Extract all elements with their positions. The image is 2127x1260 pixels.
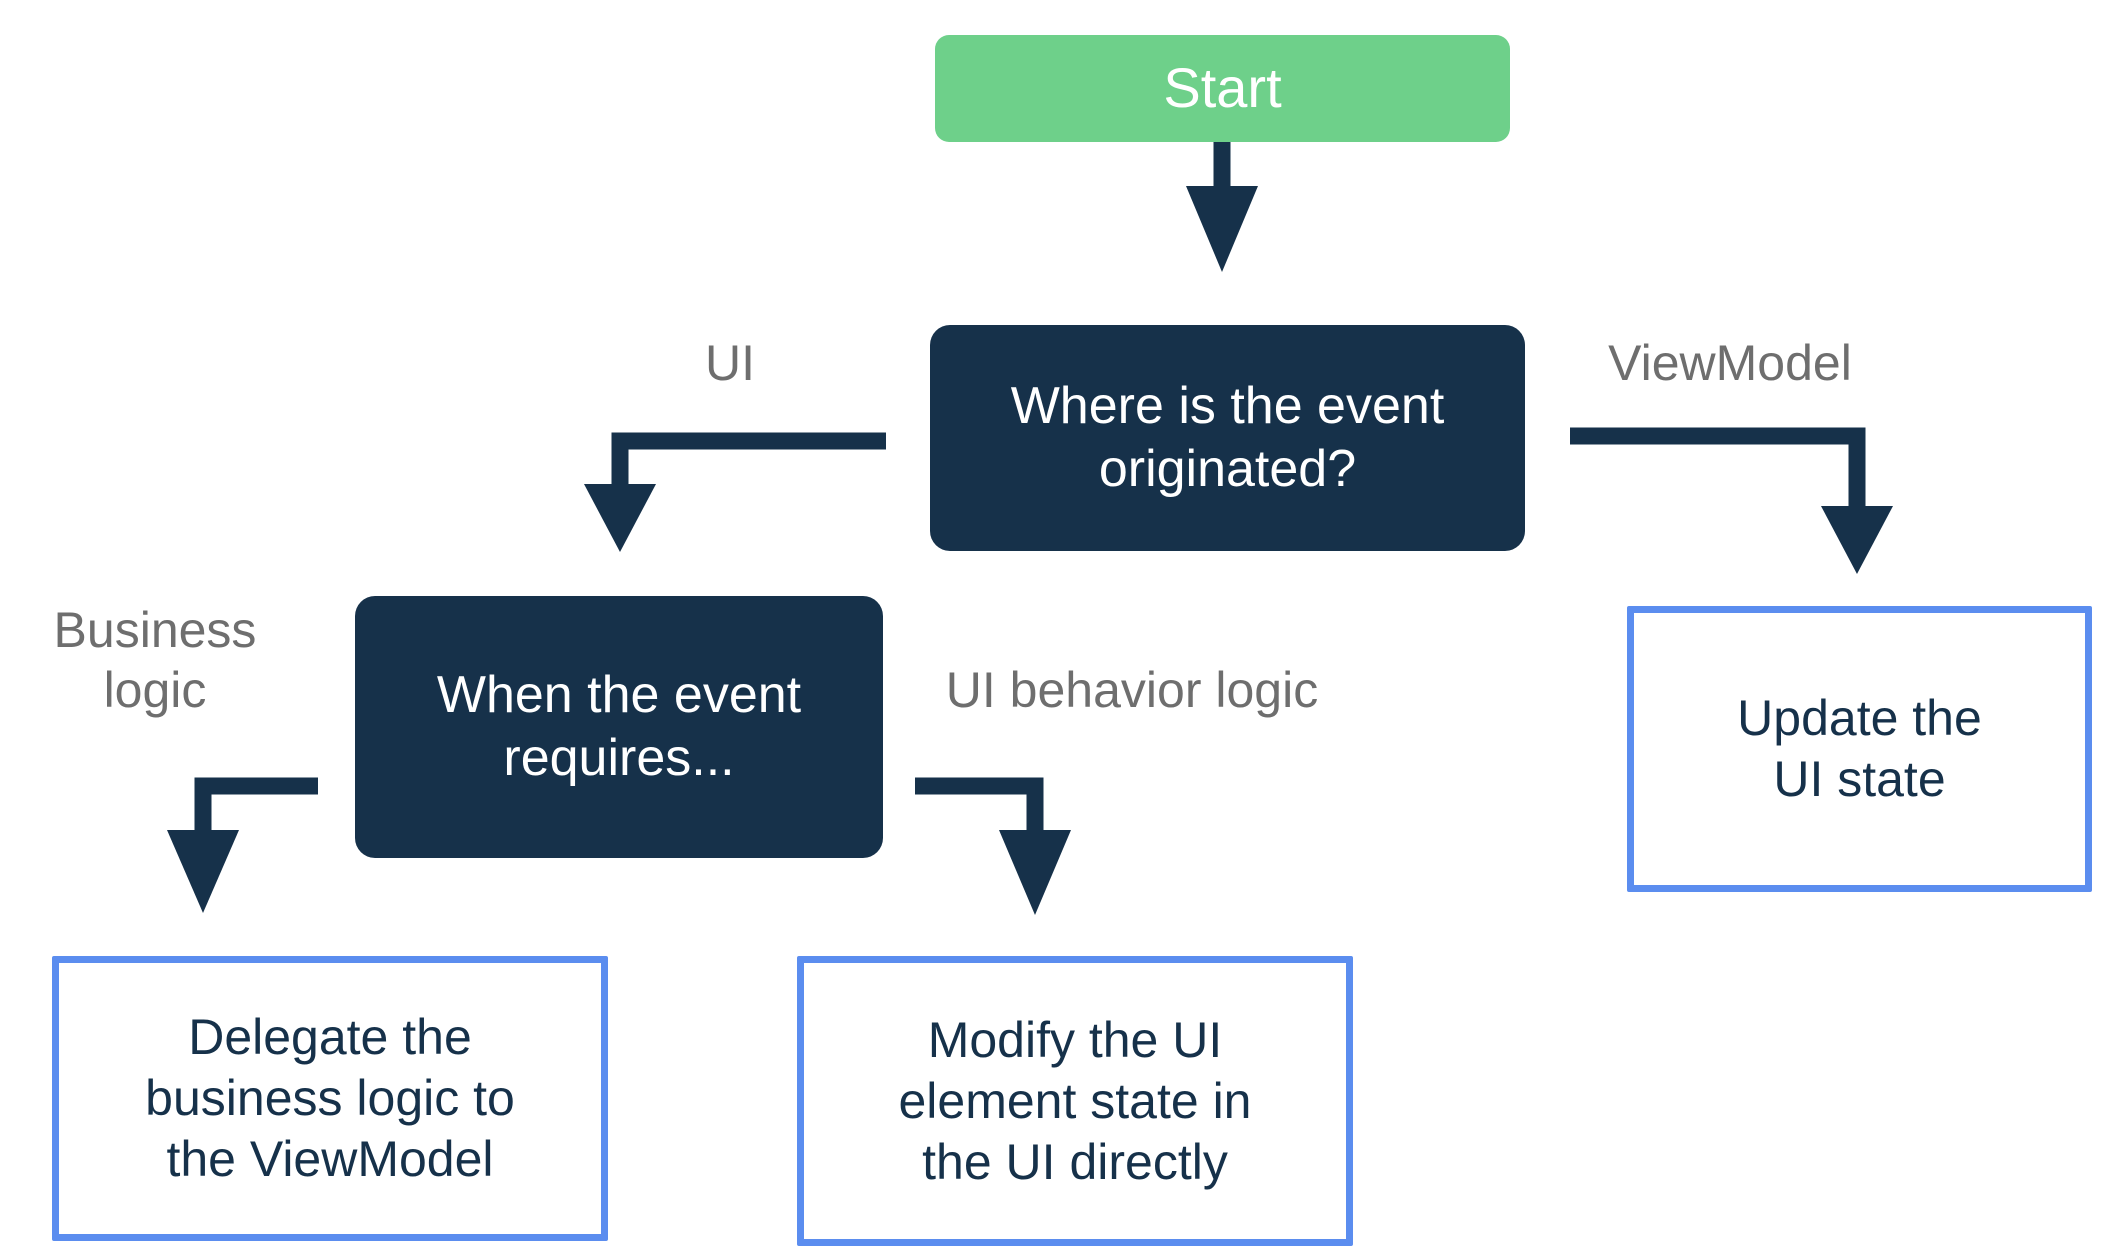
node-delegate-business-logic[interactable]: Delegate the business logic to the ViewM… (52, 956, 608, 1241)
edge-label-business-logic: Business logic (53, 602, 257, 718)
edge-when-requires-to-delegate (167, 777, 318, 913)
node-start[interactable]: Start (935, 35, 1510, 142)
node-modify-ui-element-state[interactable]: Modify the UI element state in the UI di… (797, 956, 1353, 1246)
edge-decision-to-when-requires (584, 432, 886, 552)
node-delegate-business-logic-label: Delegate the business logic to the ViewM… (145, 1009, 515, 1187)
node-start-label: Start (1163, 56, 1282, 120)
node-where-is-the-event-originated[interactable]: Where is the event originated? (930, 325, 1525, 551)
node-update-the-ui-state-label: Update the UI state (1737, 690, 1982, 807)
edge-label-viewmodel: ViewModel (1608, 335, 1852, 391)
node-where-is-the-event-originated-label: Where is the event originated? (1010, 376, 1445, 498)
edge-when-requires-to-modify-ui (915, 777, 1071, 915)
node-update-the-ui-state[interactable]: Update the UI state (1627, 606, 2092, 892)
edge-label-ui-behavior-logic: UI behavior logic (945, 662, 1319, 718)
edge-decision-to-update-ui-state (1570, 427, 1893, 574)
node-modify-ui-element-state-label: Modify the UI element state in the UI di… (898, 1011, 1252, 1190)
edge-start-to-decision (1186, 141, 1258, 272)
node-when-the-event-requires-label: When the event requires... (436, 665, 802, 787)
edge-label-ui: UI (705, 335, 755, 391)
node-when-the-event-requires[interactable]: When the event requires... (355, 596, 883, 858)
